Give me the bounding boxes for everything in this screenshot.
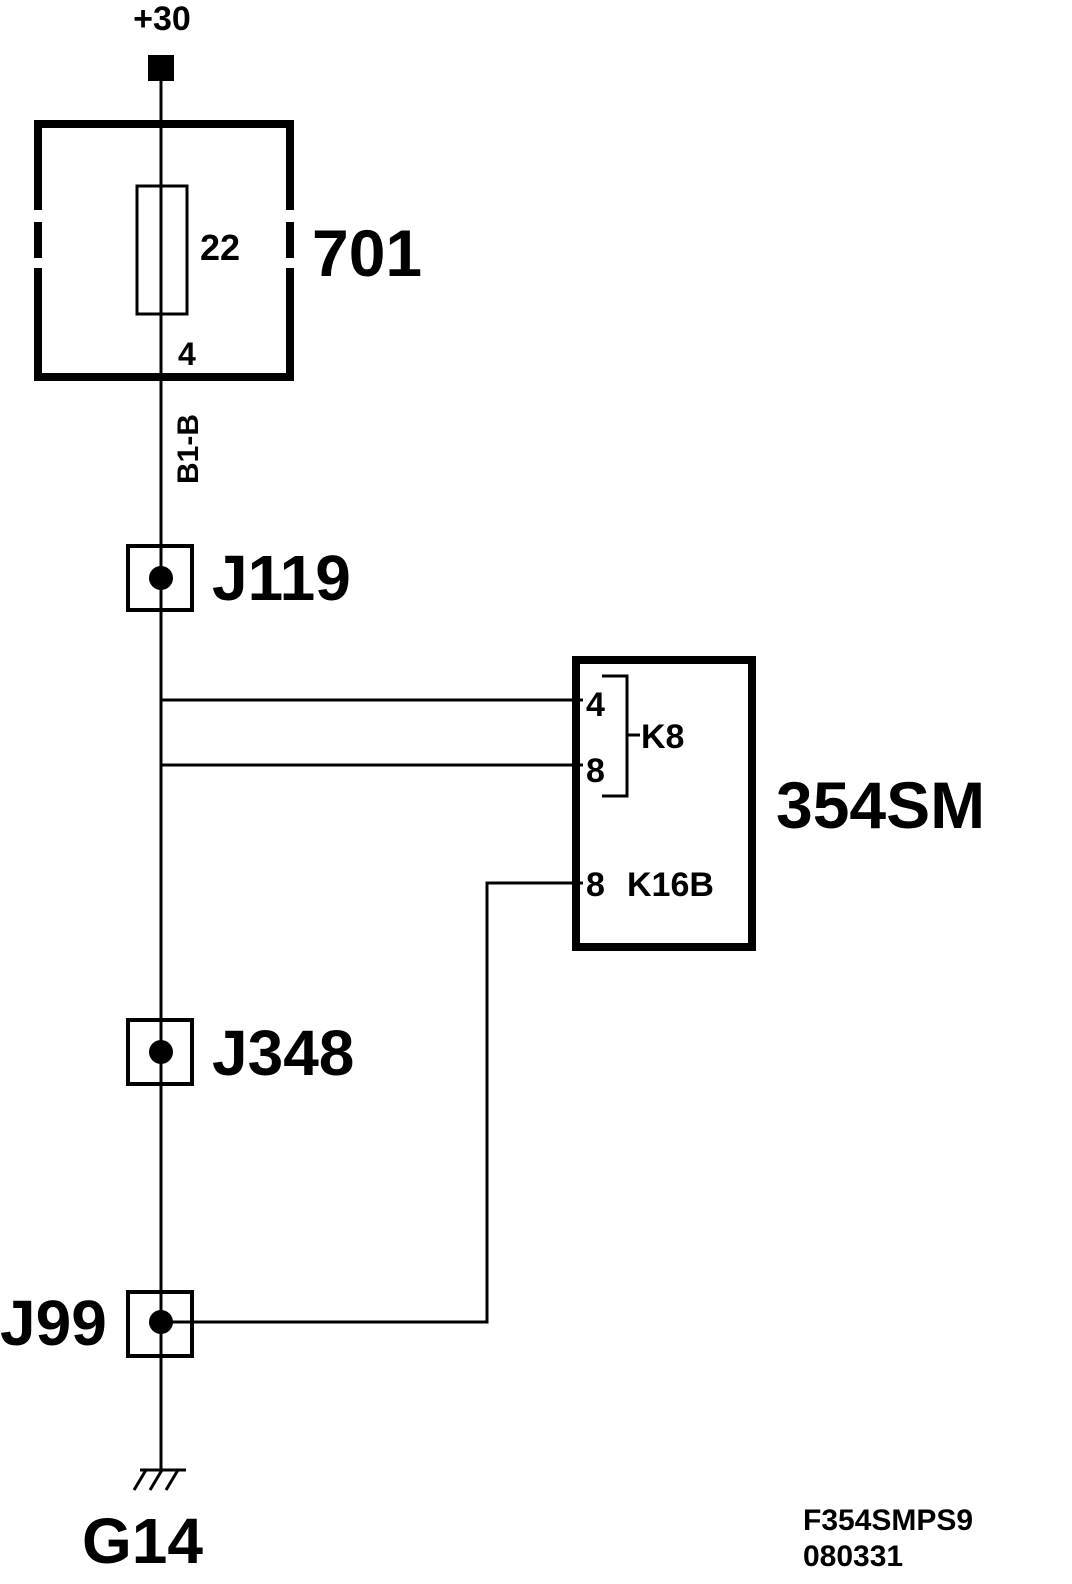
splice-j99-label: J99	[0, 1287, 107, 1359]
supply-label: +30	[133, 0, 191, 38]
fuse-box-701	[34, 120, 294, 381]
k8-connector-label: K8	[641, 718, 684, 756]
fuse-number-label: 22	[200, 227, 240, 268]
k8-pin-top: 4	[586, 686, 605, 724]
k16b-pin: 8	[586, 866, 605, 904]
fuse-box-id: 701	[312, 216, 422, 290]
wire-j119-to-k8-pin4	[159, 610, 583, 702]
splice-j348	[126, 1018, 194, 1086]
splice-j119-label: J119	[212, 542, 351, 614]
module-354sm	[572, 656, 756, 951]
ground-label: G14	[82, 1505, 203, 1577]
splice-j119	[126, 544, 194, 612]
ground-icon	[132, 1468, 186, 1491]
splice-j348-label: J348	[212, 1017, 354, 1089]
drawing-code: F354SMPS9	[803, 1504, 973, 1537]
wire-code-label: B1-B	[172, 414, 205, 484]
wire-k16b-to-j99	[161, 881, 583, 1324]
k16b-connector-label: K16B	[627, 866, 714, 904]
k8-bracket	[602, 674, 640, 798]
k8-pin-bottom: 8	[586, 752, 605, 790]
supply-terminal	[148, 55, 174, 81]
splice-j99	[126, 1290, 194, 1358]
date-code: 080331	[803, 1540, 903, 1573]
module-id: 354SM	[776, 768, 985, 842]
fuse-pin-label: 4	[178, 336, 196, 372]
